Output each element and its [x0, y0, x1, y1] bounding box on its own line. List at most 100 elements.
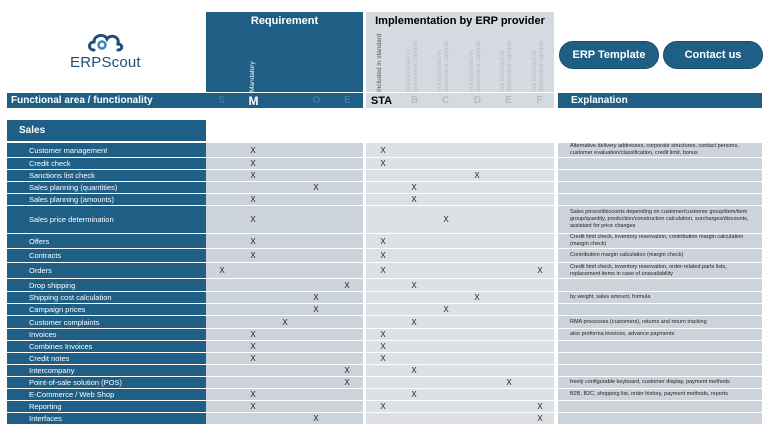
table-row: Point-of-sale solution (POS) freely confi… — [0, 377, 768, 389]
implementation-mark: X — [537, 266, 543, 275]
requirement-cell — [206, 279, 363, 291]
requirement-mark: X — [250, 390, 256, 399]
requirement-cell — [206, 304, 363, 315]
explanation-cell: Contribution margin calculation (margin … — [558, 249, 762, 262]
implementation-cell — [366, 249, 554, 262]
explanation-cell — [558, 353, 762, 364]
functionality-name: Customer management — [7, 143, 206, 157]
requirement-mark: X — [313, 305, 319, 314]
implementation-cell — [366, 263, 554, 278]
requirement-cell — [206, 353, 363, 364]
impl-letter-d: D — [473, 95, 482, 106]
implementation-cell — [366, 279, 554, 291]
implementation-mark: X — [380, 342, 386, 351]
requirement-cell — [206, 389, 363, 400]
implementation-mark: X — [537, 414, 543, 423]
explanation-cell — [558, 279, 762, 291]
explanation-cell: B2B, B2C, shopping list, order history, … — [558, 389, 762, 400]
explanation-cell: Alternative delivery addresses, corporat… — [558, 143, 762, 157]
req-letter-e: E — [344, 95, 351, 106]
functionality-name: Shipping cost calculation — [7, 292, 206, 303]
requirement-mark: X — [313, 414, 319, 423]
impl-vertical-label: not included in document sample — [531, 40, 545, 92]
functionality-name: Customer complaints — [7, 316, 206, 328]
requirement-cell — [206, 377, 363, 388]
functionality-name: Credit notes — [7, 353, 206, 364]
table-row: Interfaces X X — [0, 413, 768, 425]
requirement-mark: X — [250, 354, 256, 363]
requirement-cell — [206, 206, 363, 233]
explanation-cell — [558, 182, 762, 193]
functionality-name: Orders — [7, 263, 206, 278]
functionality-name: Point-of-sale solution (POS) — [7, 377, 206, 388]
functionality-name: Sales price determination — [7, 206, 206, 233]
requirement-mark: X — [250, 402, 256, 411]
implementation-cell — [366, 170, 554, 181]
requirement-cell — [206, 292, 363, 303]
implementation-header: Implementation by ERP provider — [366, 12, 554, 92]
implementation-mark: X — [411, 195, 417, 204]
implementation-mark: X — [411, 390, 417, 399]
implementation-mark: X — [380, 159, 386, 168]
section-title-sales: Sales — [7, 120, 206, 141]
implementation-cell — [366, 304, 554, 315]
requirement-cell — [206, 194, 363, 205]
explanation-header: Explanation — [558, 93, 762, 108]
requirement-letters-bar — [206, 93, 363, 108]
functionality-name: Credit check — [7, 158, 206, 169]
functionality-name: Interfaces — [7, 413, 206, 424]
implementation-cell — [366, 143, 554, 157]
requirement-mark: X — [250, 171, 256, 180]
erp-template-button[interactable]: ERP Template — [559, 41, 659, 69]
functionality-name: Invoices — [7, 329, 206, 340]
requirement-mark: X — [282, 317, 288, 327]
implementation-cell — [366, 389, 554, 400]
implementation-cell — [366, 401, 554, 412]
impl-letter-b: B — [410, 95, 419, 106]
implementation-cell — [366, 182, 554, 193]
explanation-cell — [558, 158, 762, 169]
implementation-cell — [366, 316, 554, 328]
contact-us-button[interactable]: Contact us — [663, 41, 763, 69]
implementation-cell — [366, 353, 554, 364]
logo-text: ERPScout — [70, 54, 141, 71]
explanation-cell — [558, 341, 762, 352]
requirement-cell — [206, 263, 363, 278]
explanation-cell — [558, 194, 762, 205]
impl-letter-e: E — [505, 95, 512, 106]
implementation-mark: X — [380, 402, 386, 411]
implementation-mark: X — [474, 293, 480, 302]
functionality-name: Sanctions list check — [7, 170, 206, 181]
requirement-cell — [206, 341, 363, 352]
explanation-cell: freely configurable keyboard, customer d… — [558, 377, 762, 388]
implementation-mark: X — [411, 183, 417, 192]
req-letter-s: S — [218, 95, 225, 106]
table-row: Invoices also proforma invoices, advance … — [0, 329, 768, 341]
erpscout-logo: ERPScout — [60, 30, 150, 75]
explanation-cell — [558, 401, 762, 412]
requirement-mark: X — [250, 342, 256, 351]
implementation-mark: X — [506, 378, 512, 387]
requirement-header: Requirement — [206, 12, 363, 92]
implementation-cell — [366, 329, 554, 340]
implementation-mark: X — [443, 305, 449, 314]
requirement-cell — [206, 365, 363, 376]
impl-letter-f: F — [536, 95, 543, 106]
requirement-cell — [206, 249, 363, 262]
explanation-cell: also proforma invoices, advance payments — [558, 329, 762, 340]
requirement-mark: X — [344, 280, 350, 290]
impl-letter-c: C — [441, 95, 450, 106]
